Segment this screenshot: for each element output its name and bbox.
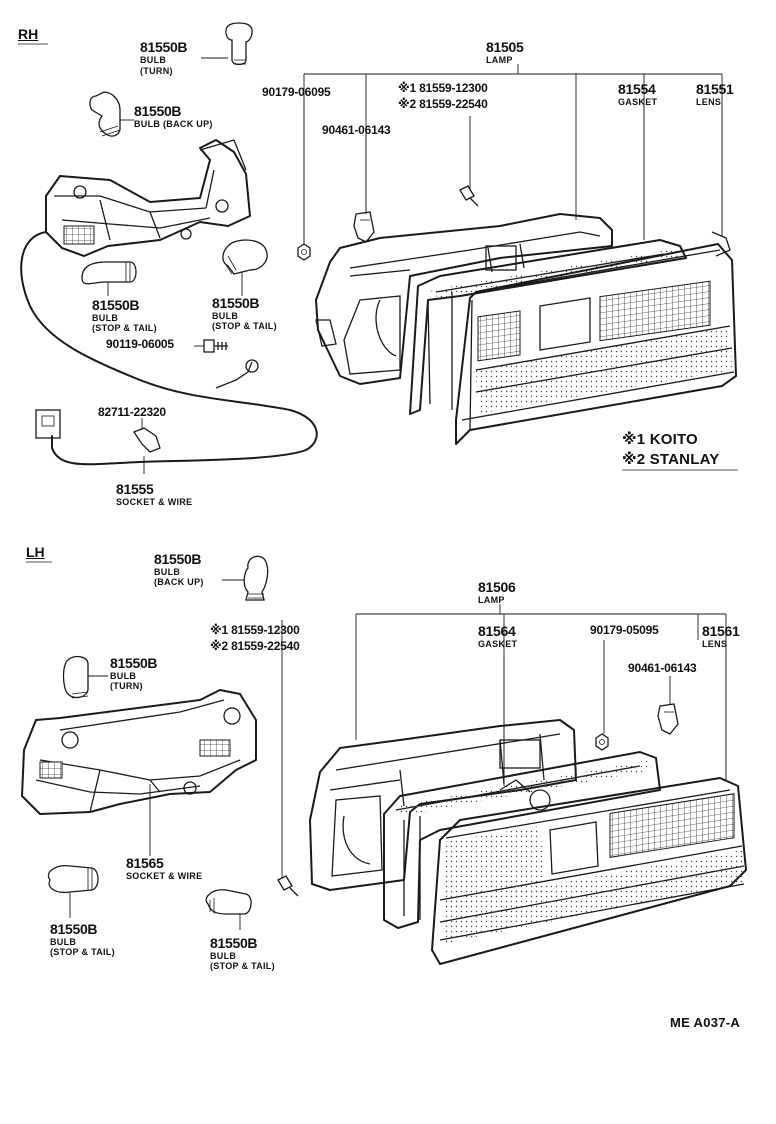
lh-lens-l1: LENS bbox=[702, 639, 728, 649]
lh-bulb-backup-pn: 81550B bbox=[154, 551, 202, 567]
rh-lens-l1: LENS bbox=[696, 97, 722, 107]
socket-harness-rh bbox=[20, 139, 318, 466]
lh-bulb-backup-l2: (BACK UP) bbox=[154, 577, 204, 587]
rh-bulb-stop2-l2: (STOP & TAIL) bbox=[212, 321, 277, 331]
bulb-stop1-lh-icon bbox=[47, 865, 99, 894]
rh-gasket-pn: 81554 bbox=[618, 81, 656, 97]
rh-bulb-turn-l2: (TURN) bbox=[140, 66, 173, 76]
screw-icon bbox=[203, 339, 228, 353]
lh-lamp-l1: LAMP bbox=[478, 595, 505, 605]
bulb-backup-lh-icon bbox=[243, 555, 269, 601]
rh-screw-pn: 90119-06005 bbox=[106, 337, 174, 351]
rh-bulb-stop1-l1: BULB bbox=[92, 313, 119, 323]
lh-bulb-turn-l2: (TURN) bbox=[110, 681, 143, 691]
screw-rh-icon bbox=[459, 185, 479, 207]
bulb-turn-lh-icon bbox=[62, 655, 89, 699]
lh-nut-pn: 90179-05095 bbox=[590, 623, 659, 637]
bulb-stop2-lh-icon bbox=[205, 889, 252, 915]
lens-lh bbox=[431, 777, 747, 965]
lh-lamp-pn: 81506 bbox=[478, 579, 516, 595]
lh-bulb-backup-l1: BULB bbox=[154, 567, 181, 577]
lh-bulb-stop2-pn: 81550B bbox=[210, 935, 258, 951]
reference-code: ME A037-A bbox=[670, 1015, 741, 1030]
bulb-turn-icon bbox=[225, 22, 253, 66]
rh-screw-alt-a: ※1 81559-12300 bbox=[398, 81, 488, 95]
bulb-stop2-icon bbox=[222, 239, 268, 275]
rh-gasket-l1: GASKET bbox=[618, 97, 658, 107]
lh-gasket-pn: 81564 bbox=[478, 623, 516, 639]
rh-bulb-stop1-pn: 81550B bbox=[92, 297, 140, 313]
rh-bulb-backup-pn: 81550B bbox=[134, 103, 182, 119]
lh-bulb-stop1-pn: 81550B bbox=[50, 921, 98, 937]
lh-bulb-turn-pn: 81550B bbox=[110, 655, 158, 671]
socket-harness-lh bbox=[21, 689, 257, 815]
rh-bulb-stop2-l1: BULB bbox=[212, 311, 239, 321]
section-rh-label: RH bbox=[18, 26, 39, 42]
lamp-housing-rh bbox=[315, 213, 613, 385]
screw-lh-icon bbox=[277, 875, 299, 897]
nut-rh-icon bbox=[297, 243, 311, 261]
lh-screw-alt-b: ※2 81559-22540 bbox=[210, 639, 300, 653]
lh-lens-pn: 81561 bbox=[702, 623, 740, 639]
lh-gasket-l1: GASKET bbox=[478, 639, 518, 649]
lh-bulb-stop1-l2: (STOP & TAIL) bbox=[50, 947, 115, 957]
rh-clip-pn: 90461-06143 bbox=[322, 123, 391, 137]
rh-bulb-turn-pn: 81550B bbox=[140, 39, 188, 55]
lh-socket-l1: SOCKET & WIRE bbox=[126, 871, 203, 881]
lh-bulb-turn-l1: BULB bbox=[110, 671, 137, 681]
rh-connector-pn: 82711-22320 bbox=[98, 405, 166, 419]
maker-stanlay: ※2 STANLAY bbox=[622, 451, 720, 468]
rh-bulb-stop1-l2: (STOP & TAIL) bbox=[92, 323, 157, 333]
lh-bulb-stop2-l2: (STOP & TAIL) bbox=[210, 961, 275, 971]
lh-socket-pn: 81565 bbox=[126, 855, 164, 871]
rh-lamp-l1: LAMP bbox=[486, 55, 513, 65]
maker-koito: ※1 KOITO bbox=[622, 431, 698, 448]
rh-bulb-backup-l1: BULB (BACK UP) bbox=[134, 119, 213, 129]
bulb-stop1-icon bbox=[81, 261, 137, 285]
rh-lamp-pn: 81505 bbox=[486, 39, 524, 55]
lh-bulb-stop1-l1: BULB bbox=[50, 937, 77, 947]
section-lh-label: LH bbox=[26, 544, 45, 560]
lh-clip-pn: 90461-06143 bbox=[628, 661, 697, 675]
rh-bulb-stop2-pn: 81550B bbox=[212, 295, 260, 311]
nut-lh-icon bbox=[595, 733, 609, 751]
bulb-backup-icon bbox=[89, 91, 121, 137]
rh-nut-pn: 90179-06095 bbox=[262, 85, 331, 99]
lh-screw-alt-a: ※1 81559-12300 bbox=[210, 623, 300, 637]
rh-socket-pn: 81555 bbox=[116, 481, 154, 497]
rh-socket-l1: SOCKET & WIRE bbox=[116, 497, 193, 507]
rh-screw-alt-b: ※2 81559-22540 bbox=[398, 97, 488, 111]
lens-rh bbox=[455, 231, 737, 445]
gasket-rh bbox=[409, 239, 687, 415]
clip-rh-icon bbox=[353, 211, 375, 243]
gasket-lh bbox=[383, 751, 661, 929]
connector-rh-icon bbox=[35, 409, 161, 453]
lh-bulb-stop2-l1: BULB bbox=[210, 951, 237, 961]
clip-lh-icon bbox=[657, 703, 679, 735]
rh-lens-pn: 81551 bbox=[696, 81, 734, 97]
rh-bulb-turn-l1: BULB bbox=[140, 55, 167, 65]
